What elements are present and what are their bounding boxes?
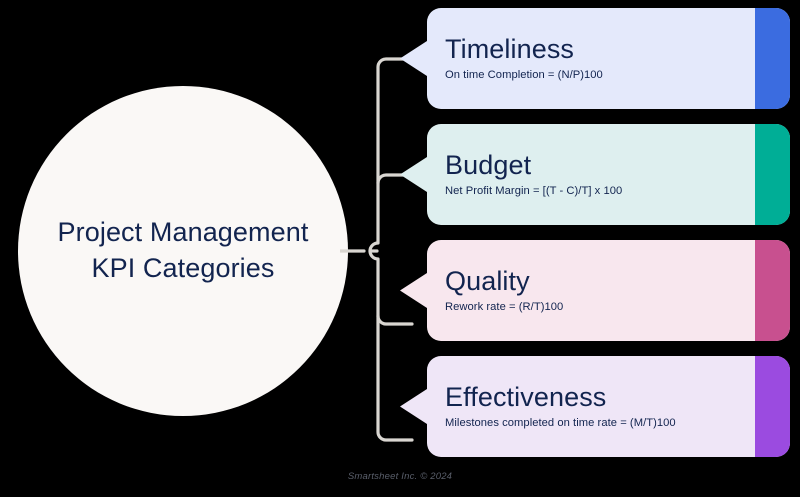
card-title: Quality	[445, 266, 530, 297]
card-background	[400, 124, 790, 225]
kpi-card-timeliness[interactable]: Timeliness On time Completion = (N/P)100	[400, 8, 790, 109]
card-formula: Net Profit Margin = [(T - C)/T] x 100	[445, 185, 623, 198]
card-title: Budget	[445, 150, 532, 181]
hub-title: Project Management KPI Categories	[57, 217, 309, 283]
card-background	[400, 240, 790, 341]
kpi-card-effectiveness[interactable]: Effectiveness Milestones completed on ti…	[400, 356, 790, 457]
hub-circle: Project Management KPI Categories	[18, 86, 348, 416]
card-shape	[400, 356, 790, 457]
connector-tree-icon	[340, 57, 414, 442]
card-title: Effectiveness	[445, 382, 607, 413]
card-shape	[400, 124, 790, 225]
card-text: Quality Rework rate = (R/T)100	[445, 240, 765, 341]
card-accent-bar	[755, 124, 790, 225]
card-text: Timeliness On time Completion = (N/P)100	[445, 8, 765, 109]
card-formula: Milestones completed on time rate = (M/T…	[445, 417, 676, 430]
card-background	[400, 8, 790, 109]
kpi-card-quality[interactable]: Quality Rework rate = (R/T)100	[400, 240, 790, 341]
card-title: Timeliness	[445, 34, 575, 65]
footer-credit: Smartsheet Inc. © 2024	[347, 471, 453, 482]
card-accent-bar	[755, 356, 790, 457]
card-formula: Rework rate = (R/T)100	[445, 301, 564, 314]
card-background	[400, 356, 790, 457]
card-text: Budget Net Profit Margin = [(T - C)/T] x…	[445, 124, 765, 225]
kpi-card-budget[interactable]: Budget Net Profit Margin = [(T - C)/T] x…	[400, 124, 790, 225]
card-accent-bar	[755, 8, 790, 109]
card-shape	[400, 240, 790, 341]
card-accent-bar	[755, 240, 790, 341]
card-shape	[400, 8, 790, 109]
card-text: Effectiveness Milestones completed on ti…	[445, 356, 765, 457]
card-formula: On time Completion = (N/P)100	[445, 69, 603, 82]
